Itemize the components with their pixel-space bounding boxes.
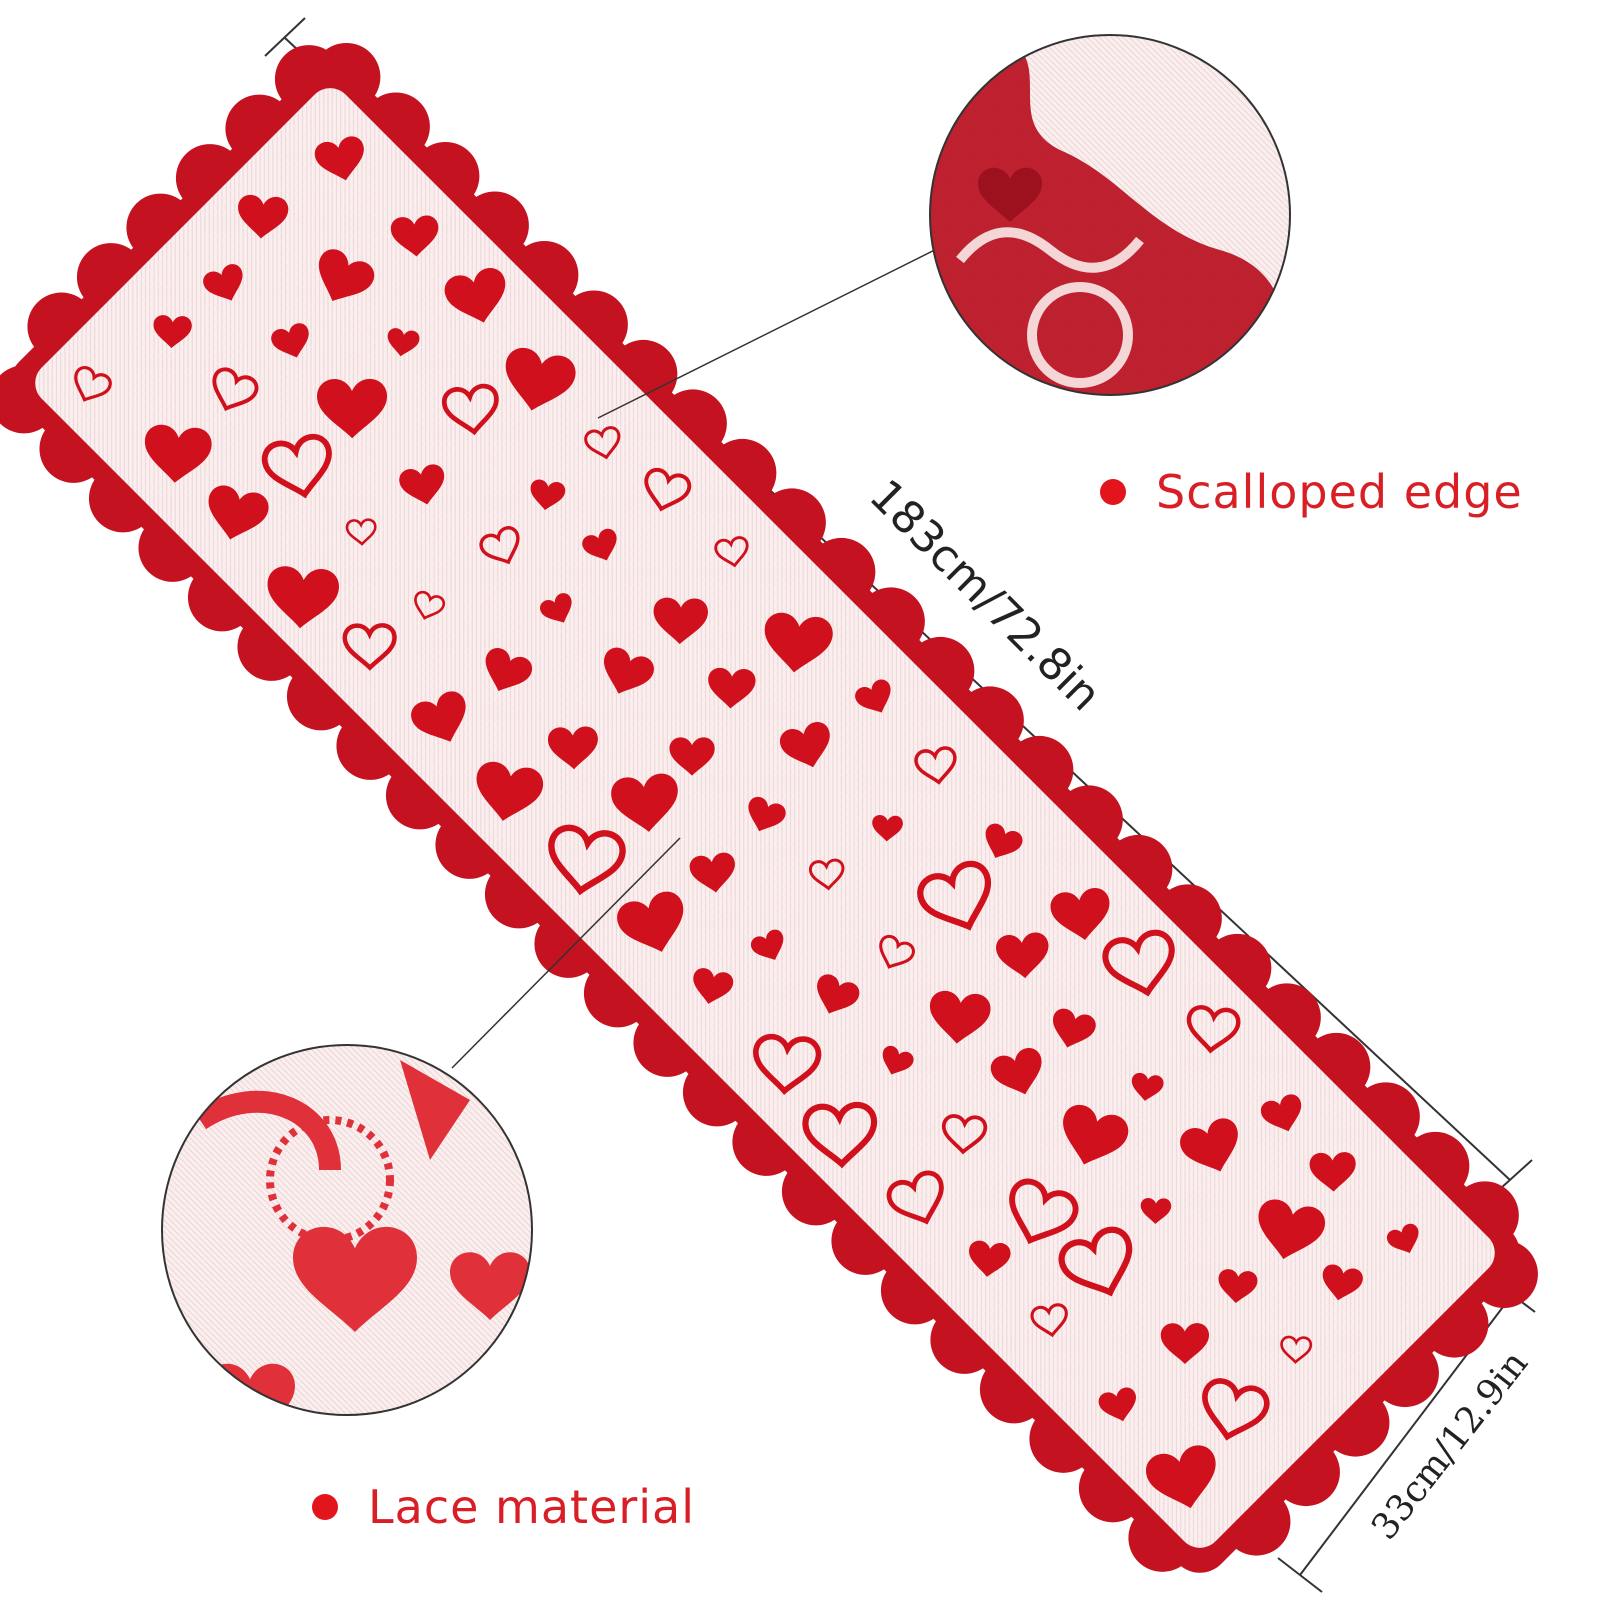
callout-lace-material: Lace material bbox=[312, 1480, 695, 1534]
callout-lace-material-text: Lace material bbox=[368, 1480, 696, 1534]
scalloped-edge-zoom bbox=[929, 34, 1291, 396]
lace-material-zoom bbox=[161, 1044, 533, 1416]
bullet-dot-icon bbox=[1100, 479, 1126, 505]
callout-scalloped-edge: Scalloped edge bbox=[1100, 465, 1523, 519]
bullet-dot-icon bbox=[312, 1494, 338, 1520]
table-runner bbox=[0, 42, 1538, 1573]
callout-scalloped-edge-text: Scalloped edge bbox=[1156, 465, 1523, 519]
